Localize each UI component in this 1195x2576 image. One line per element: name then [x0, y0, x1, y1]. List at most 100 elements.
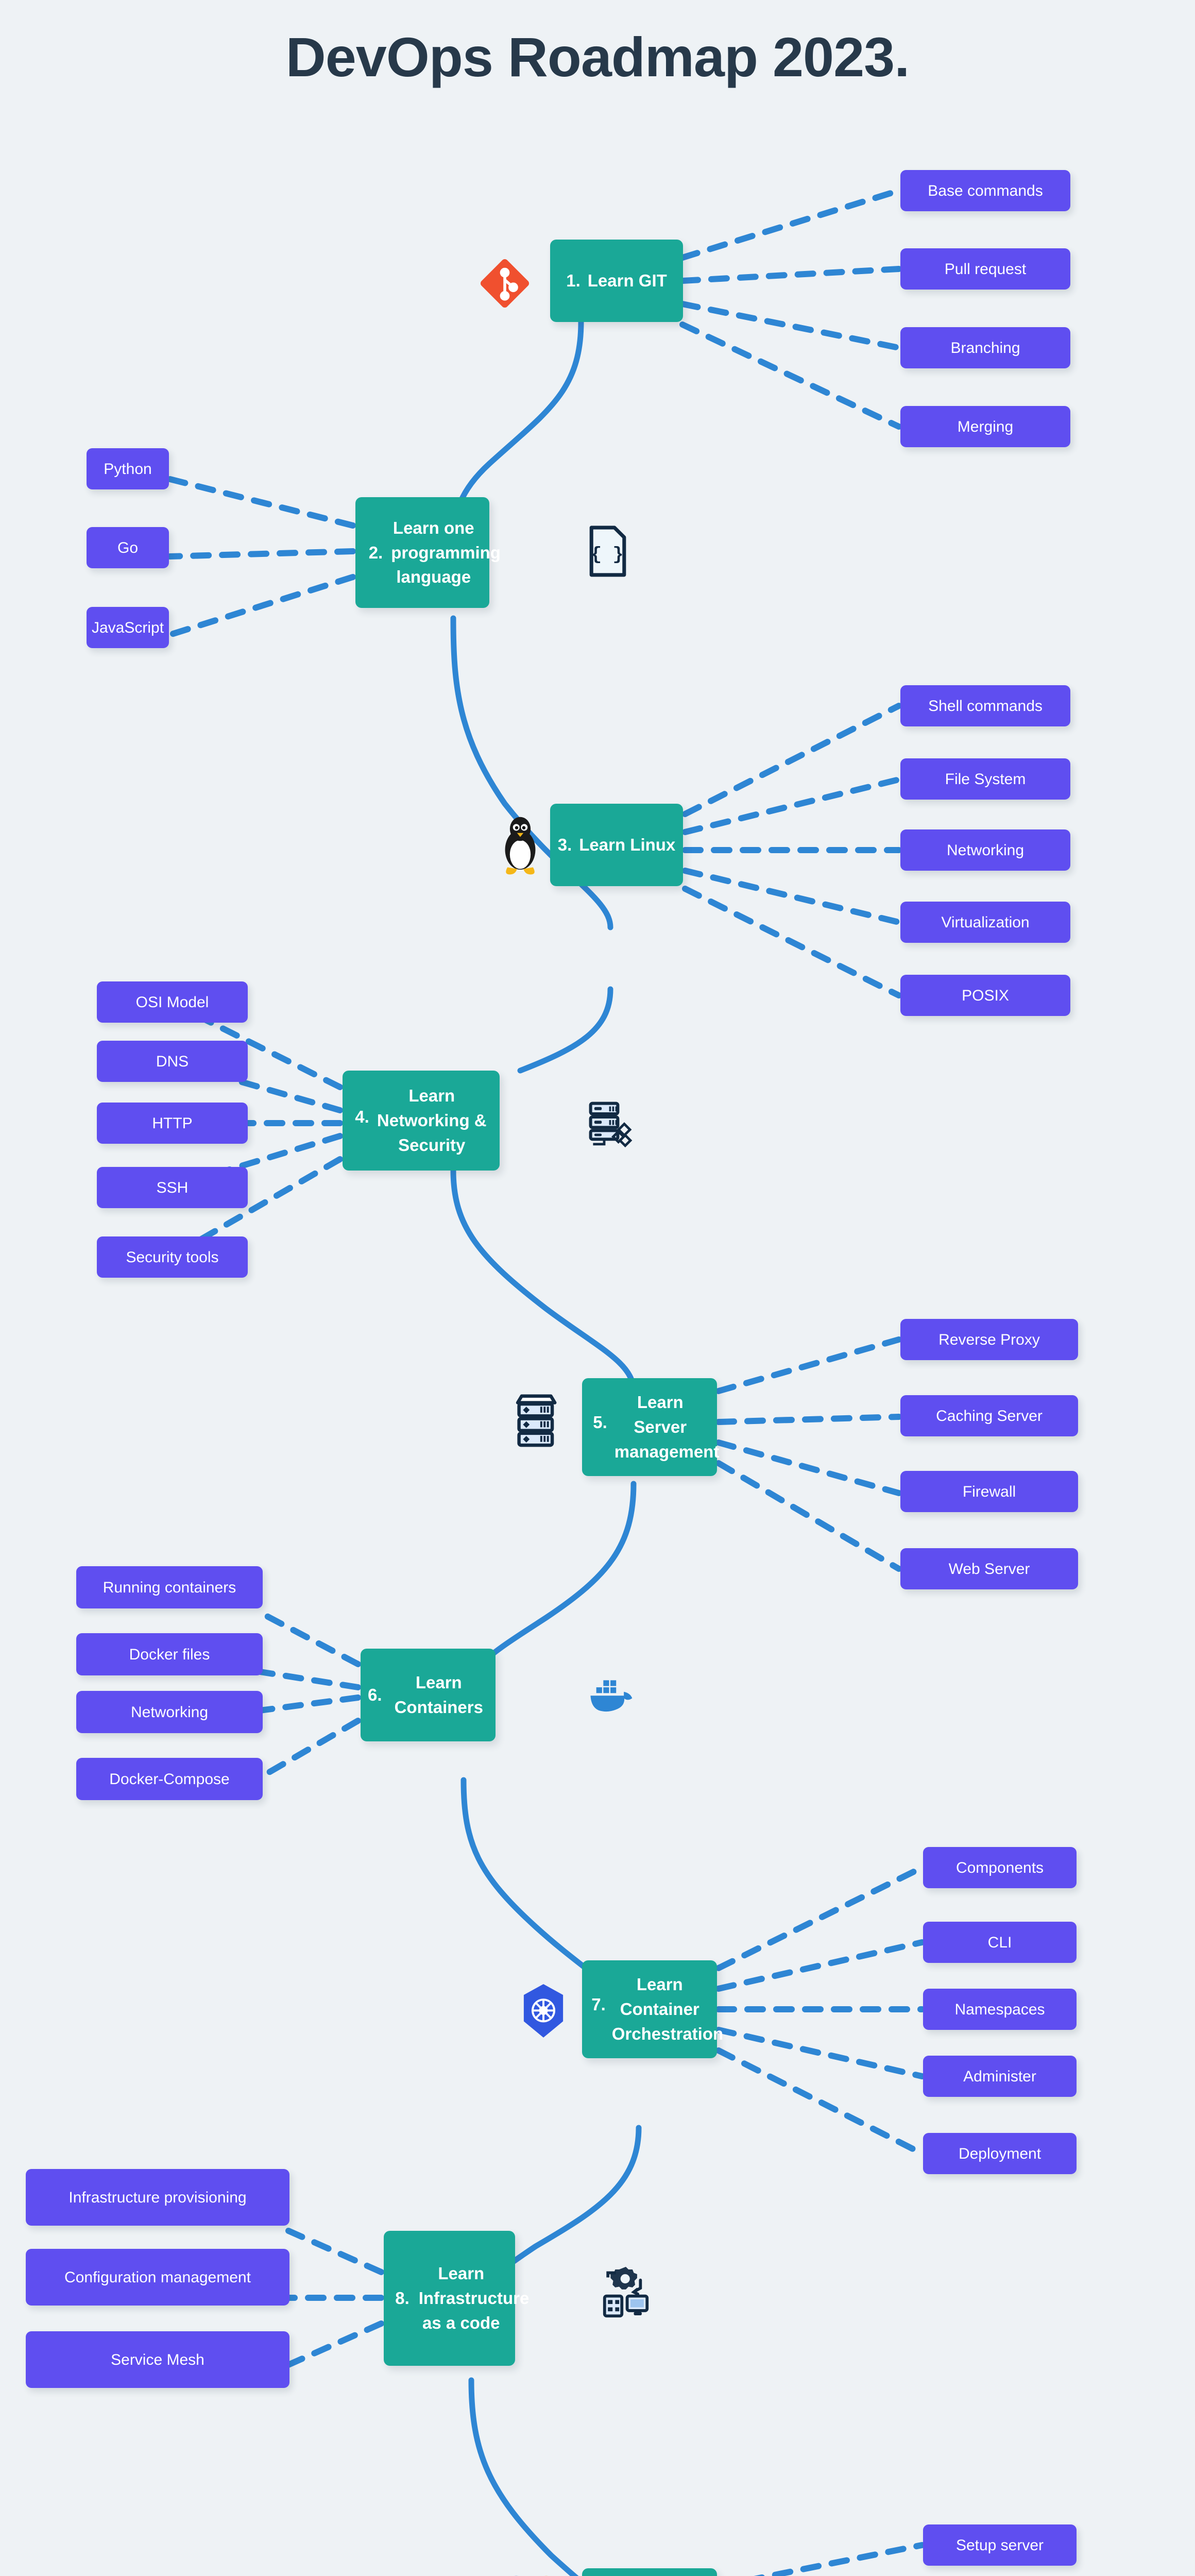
- leaf-label: HTTP: [152, 1114, 193, 1132]
- leaf-label: Service Mesh: [111, 2351, 204, 2368]
- leaf-merging[interactable]: Merging: [900, 406, 1070, 447]
- leaf-label: Setup server: [955, 2536, 1044, 2554]
- step-node-2[interactable]: 2. Learn one programming language: [355, 497, 501, 608]
- leaf-web-server[interactable]: Web Server: [900, 1548, 1078, 1589]
- network-server-icon: [582, 1095, 639, 1151]
- leaf-networking-linux[interactable]: Networking: [900, 829, 1070, 871]
- spine-8-9: [468, 2377, 579, 2576]
- leaf-base-commands[interactable]: Base commands: [900, 170, 1070, 211]
- leaf-http[interactable]: HTTP: [97, 1103, 248, 1144]
- leaf-label: Configuration management: [64, 2268, 251, 2286]
- leaf-infrastructure-provisioning[interactable]: Infrastructure provisioning: [26, 2169, 289, 2226]
- leaf-ssh[interactable]: SSH: [97, 1167, 248, 1208]
- leaf-configuration-management[interactable]: Configuration management: [26, 2249, 289, 2306]
- step-label: Learn GIT: [587, 271, 667, 291]
- leaf-virtualization[interactable]: Virtualization: [900, 902, 1070, 943]
- leaf-label: Caching Server: [936, 1407, 1043, 1425]
- git-icon: [474, 252, 536, 314]
- leaf-security-tools[interactable]: Security tools: [97, 1236, 248, 1278]
- leaf-label: POSIX: [962, 987, 1009, 1004]
- leaf-label: Shell commands: [928, 697, 1043, 715]
- leaf-pull-request[interactable]: Pull request: [900, 248, 1070, 290]
- page-title: DevOps Roadmap 2023.: [285, 26, 910, 88]
- svg-text:{ }: { }: [591, 544, 624, 565]
- leaf-label: CLI: [987, 1934, 1012, 1951]
- leaf-docker-compose[interactable]: Docker-Compose: [76, 1758, 263, 1800]
- leaf-python[interactable]: Python: [87, 448, 169, 489]
- leaf-label: File System: [945, 770, 1026, 788]
- leaf-cli[interactable]: CLI: [923, 1922, 1077, 1963]
- leaf-label: Networking: [130, 1703, 209, 1721]
- leaf-label: Running containers: [103, 1579, 236, 1596]
- leaf-label: Docker files: [129, 1646, 210, 1663]
- cicd-infinity-icon: [466, 2563, 564, 2576]
- server-rack-icon: [510, 1391, 567, 1453]
- leaf-label: Pull request: [944, 260, 1027, 278]
- leaf-label: Administer: [963, 2067, 1036, 2085]
- leaf-namespaces[interactable]: Namespaces: [923, 1989, 1077, 2030]
- step-node-8[interactable]: 8. Learn Infrastructure as a code: [384, 2231, 530, 2366]
- leaf-caching-server[interactable]: Caching Server: [900, 1395, 1078, 1436]
- leaf-networking-containers[interactable]: Networking: [76, 1691, 263, 1733]
- leaf-label: Virtualization: [941, 913, 1030, 931]
- infrastructure-gear-icon: [595, 2257, 657, 2324]
- leaf-label: Security tools: [126, 1248, 219, 1266]
- step-index: 8.: [395, 2289, 409, 2308]
- code-file-icon: { }: [582, 520, 634, 582]
- leaf-branching[interactable]: Branching: [900, 327, 1070, 368]
- leaf-label: Docker-Compose: [109, 1770, 230, 1788]
- step-node-5[interactable]: 5. Learn Server management: [582, 1378, 720, 1476]
- step-label: Learn Infrastructure as a code: [418, 2264, 530, 2332]
- leaf-label: Base commands: [928, 182, 1043, 199]
- step-node-9[interactable]: 9. Learn CI/CD: [582, 2568, 717, 2576]
- kubernetes-icon: [515, 1978, 572, 2043]
- step-label: Learn Networking & Security: [377, 1086, 487, 1155]
- leaf-osi-model[interactable]: OSI Model: [97, 981, 248, 1023]
- leaf-label: Infrastructure provisioning: [69, 2189, 247, 2206]
- leaf-administer[interactable]: Administer: [923, 2056, 1077, 2097]
- leaf-setup-server[interactable]: Setup server: [923, 2524, 1077, 2566]
- linux-penguin-icon: [492, 809, 549, 881]
- docker-whale-icon: [582, 1664, 644, 1726]
- leaf-label: Web Server: [948, 1560, 1030, 1578]
- leaf-label: Go: [117, 539, 139, 556]
- step-label: Learn Container Orchestration: [611, 1975, 724, 2043]
- leaf-label: Deployment: [958, 2145, 1042, 2162]
- leaf-firewall[interactable]: Firewall: [900, 1471, 1078, 1512]
- step-node-7[interactable]: 7. Learn Container Orchestration: [582, 1960, 724, 2058]
- leaf-label: JavaScript: [91, 619, 164, 636]
- step-label: Learn Server management: [614, 1393, 720, 1461]
- leaf-go[interactable]: Go: [87, 527, 169, 568]
- leaf-deployment[interactable]: Deployment: [923, 2133, 1077, 2174]
- leaf-shell-commands[interactable]: Shell commands: [900, 685, 1070, 726]
- leaf-label: SSH: [156, 1179, 189, 1196]
- step-index: 5.: [593, 1413, 607, 1432]
- leaf-reverse-proxy[interactable]: Reverse Proxy: [900, 1319, 1078, 1360]
- leaf-components[interactable]: Components: [923, 1847, 1077, 1888]
- step-index: 2.: [368, 543, 383, 562]
- step-index: 4.: [355, 1107, 369, 1126]
- leaf-docker-files[interactable]: Docker files: [76, 1633, 263, 1675]
- spine-4-5: [450, 1167, 637, 1394]
- leaf-service-mesh[interactable]: Service Mesh: [26, 2331, 289, 2388]
- leaf-posix[interactable]: POSIX: [900, 975, 1070, 1016]
- step-node-6[interactable]: 6. Learn Containers: [361, 1649, 496, 1741]
- step-label: Learn Containers: [394, 1673, 483, 1717]
- leaf-label: Merging: [957, 418, 1014, 435]
- step-node-1[interactable]: 1. Learn GIT: [550, 240, 683, 322]
- step-index: 1.: [566, 271, 581, 291]
- spine-3-4: [517, 986, 613, 1074]
- step-node-3[interactable]: 3. Learn Linux: [550, 804, 683, 886]
- leaf-dns[interactable]: DNS: [97, 1041, 248, 1082]
- step-index: 7.: [591, 1995, 606, 2014]
- leaf-file-system[interactable]: File System: [900, 758, 1070, 800]
- leaf-javascript[interactable]: JavaScript: [87, 607, 169, 648]
- step-label: Learn one programming language: [391, 518, 501, 587]
- leaf-label: Branching: [950, 339, 1020, 357]
- leaf-label: OSI Model: [135, 993, 209, 1011]
- step-node-4[interactable]: 4. Learn Networking & Security: [343, 1071, 500, 1171]
- leaf-label: Firewall: [962, 1483, 1016, 1500]
- leaf-label: Python: [104, 460, 152, 478]
- leaf-running-containers[interactable]: Running containers: [76, 1566, 263, 1608]
